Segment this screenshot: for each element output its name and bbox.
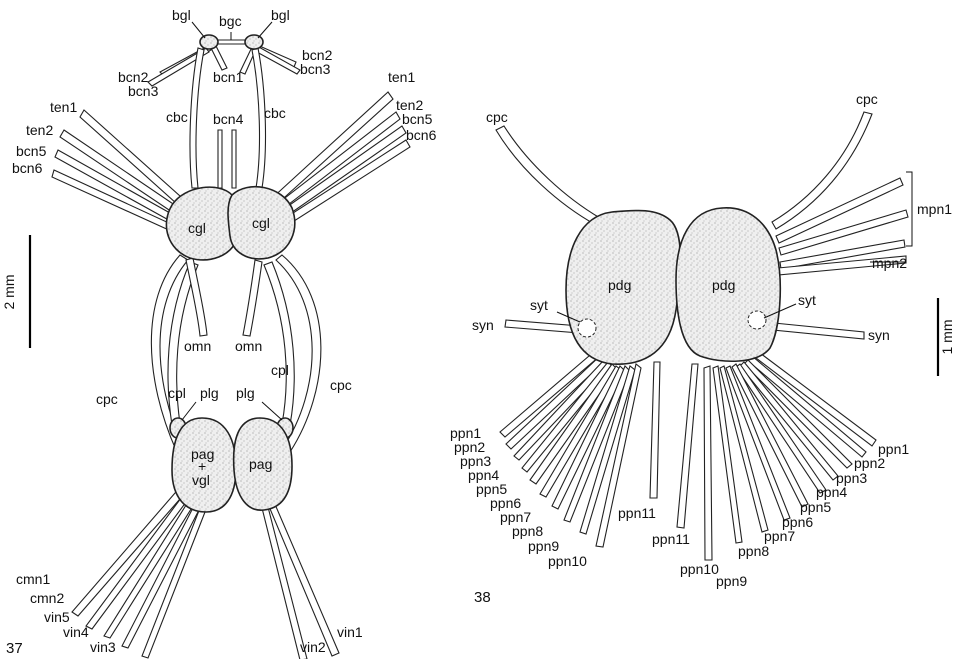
label-vin1: vin1 (337, 624, 363, 640)
label-vin2: vin2 (300, 639, 326, 655)
label-bgl-left: bgl (172, 7, 191, 23)
label-bcn6-left: bcn6 (12, 160, 43, 176)
label-omn-left: omn (184, 338, 211, 354)
label-cmn2: cmn2 (30, 590, 64, 606)
label-plg-right: plg (236, 385, 255, 401)
figure-38-panel: 1 mm cpc cpc mpn1 mpn2 pdg pdg syt syt s… (450, 91, 955, 606)
label-ten1-left: ten1 (50, 99, 77, 115)
scale-label-2mm: 2 mm (1, 275, 17, 310)
mpn1-bracket (906, 172, 912, 246)
label-cpl-left: cpl (168, 385, 186, 401)
label-ppn8-left: ppn8 (512, 523, 543, 539)
label-ppn10-right: ppn10 (680, 561, 719, 577)
label-bcn3-left: bcn3 (128, 83, 159, 99)
label-ppn9-left: ppn9 (528, 538, 559, 554)
label-ppn10-left: ppn10 (548, 553, 587, 569)
label-bgc: bgc (219, 13, 242, 29)
label-bcn5-right: bcn5 (402, 111, 433, 127)
label-vin4: vin4 (63, 624, 89, 640)
label-cgl-right: cgl (252, 215, 270, 231)
label-cpc-left: cpc (96, 391, 118, 407)
cpc-left-38 (496, 126, 600, 225)
label-pdg-right: pdg (712, 277, 735, 293)
label-bcn3-right: bcn3 (300, 61, 331, 77)
label-ppn11-left: ppn11 (618, 505, 656, 521)
label-vin5: vin5 (44, 609, 70, 625)
label-syn-left: syn (472, 317, 494, 333)
label-cbc-right: cbc (264, 105, 286, 121)
label-ten2-left: ten2 (26, 122, 53, 138)
figure-37-panel: 2 mm bgl bgc bgl bcn2 bcn3 bcn1 bcn2 bcn… (1, 7, 437, 659)
label-cgl-left: cgl (188, 220, 206, 236)
label-ppn5-right: ppn5 (800, 499, 831, 515)
label-pdg-left: pdg (608, 277, 631, 293)
bcn4-nerve (218, 130, 222, 188)
bcn4-nerve-2 (232, 130, 236, 188)
label-pag-vgl-2: vgl (192, 472, 210, 488)
label-cpl-right: cpl (271, 362, 289, 378)
scale-label-1mm: 1 mm (939, 320, 955, 355)
label-cbc-left: cbc (166, 109, 188, 125)
label-ppn8-right: ppn8 (738, 543, 769, 559)
label-omn-right: omn (235, 338, 262, 354)
label-bgl-right: bgl (271, 7, 290, 23)
label-cmn1: cmn1 (16, 571, 50, 587)
label-pag-right: pag (249, 456, 272, 472)
label-cpc-right-38: cpc (856, 91, 878, 107)
label-bcn4: bcn4 (213, 111, 244, 127)
label-ppn7-right: ppn7 (764, 528, 795, 544)
label-cpc-right: cpc (330, 377, 352, 393)
label-ppn2-right: ppn2 (854, 455, 885, 471)
label-cpc-left-38: cpc (486, 109, 508, 125)
cpl-right (264, 262, 294, 425)
label-ppn9-right: ppn9 (716, 573, 747, 589)
cbc-left (190, 48, 204, 188)
cpc-right-38 (772, 112, 872, 229)
omn-right (243, 260, 262, 336)
buccal-ganglion-left (200, 35, 218, 49)
buccal-ganglion-right (245, 35, 263, 49)
label-bcn6-right: bcn6 (406, 127, 437, 143)
label-ten1-right: ten1 (388, 69, 415, 85)
label-syn-right: syn (868, 327, 890, 343)
label-ppn11-right: ppn11 (652, 531, 690, 547)
statocyst-left (578, 319, 596, 337)
label-vin3: vin3 (90, 639, 116, 655)
figure-number-37: 37 (6, 640, 23, 657)
label-plg-left: plg (200, 385, 219, 401)
label-mpn2: mpn2 (872, 255, 907, 271)
label-syt-left: syt (530, 297, 548, 313)
label-bcn5-left: bcn5 (16, 143, 47, 159)
label-bcn1: bcn1 (213, 69, 244, 85)
label-syt-right: syt (798, 292, 816, 308)
pag-right-nerves (262, 502, 339, 659)
statocyst-right (748, 311, 766, 329)
label-ppn4-right: ppn4 (816, 484, 847, 500)
label-mpn1: mpn1 (917, 201, 952, 217)
figure-number-38: 38 (474, 589, 491, 606)
